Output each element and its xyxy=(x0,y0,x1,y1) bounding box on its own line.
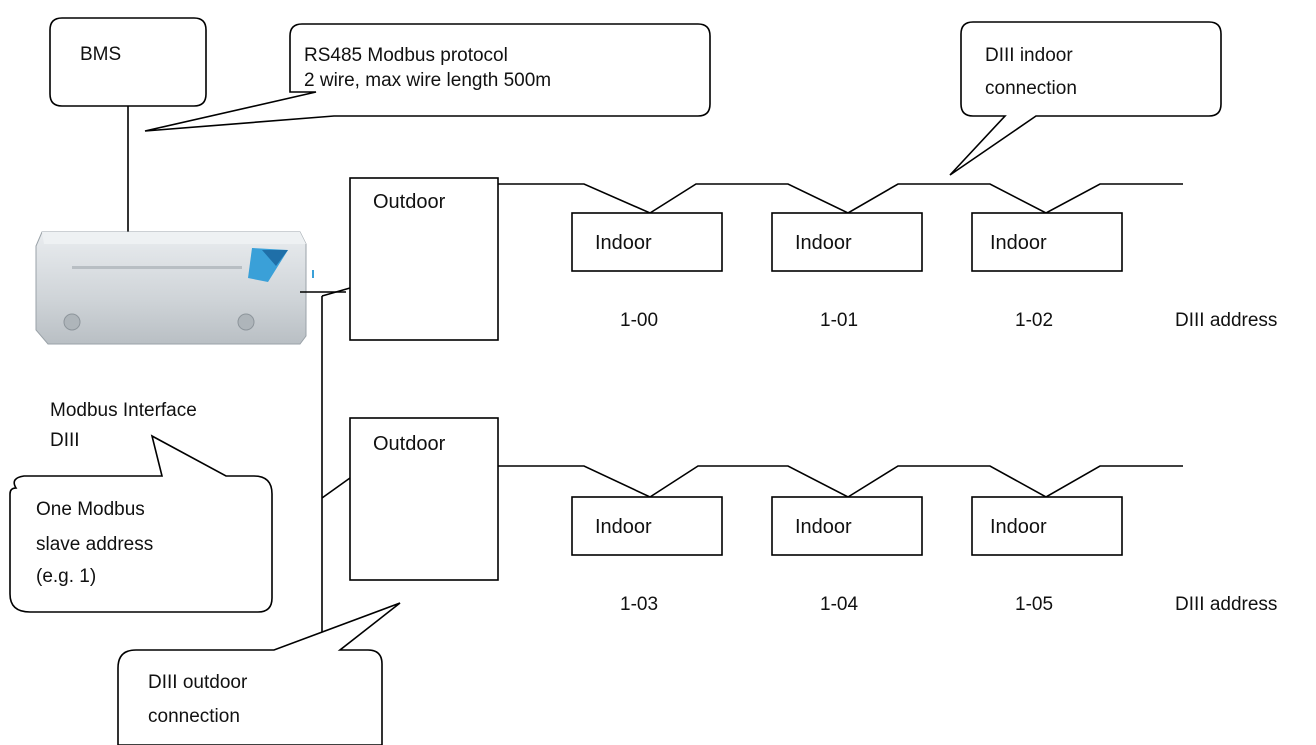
slave-callout-shape xyxy=(9,434,273,613)
indoor-1-03-box xyxy=(571,496,723,556)
outdoor-conn-line2: connection xyxy=(148,706,240,727)
slave-line1: One Modbus xyxy=(36,499,145,520)
indoor-1-00-box xyxy=(571,212,723,272)
address-1-04: 1-04 xyxy=(820,594,859,615)
interface-line1: Modbus Interface xyxy=(50,400,197,421)
outdoor-unit-2-box xyxy=(349,417,499,581)
bms-label: BMS xyxy=(80,44,122,65)
outdoor-bus-branch-2 xyxy=(321,477,351,499)
indoor-conn-line1: DIII indoor xyxy=(985,45,1073,66)
rs485-callout-shape xyxy=(144,23,711,132)
slave-line2: slave address xyxy=(36,534,154,555)
modbus-interface-device xyxy=(35,231,314,345)
address-1-03: 1-03 xyxy=(620,594,659,615)
indoor-1-03-label: Indoor xyxy=(595,516,652,538)
outdoor-bus-branch-1 xyxy=(321,287,351,297)
outdoor-conn-callout-shape xyxy=(117,602,401,745)
indoor-1-04-label: Indoor xyxy=(795,516,852,538)
indoor-conn-line2: connection xyxy=(985,78,1077,99)
outdoor-1-label: Outdoor xyxy=(373,191,446,213)
indoor-callout-shape xyxy=(949,21,1222,176)
rs485-line1: RS485 Modbus protocol xyxy=(304,45,508,66)
outdoor-unit-1-box xyxy=(349,177,499,341)
address-1-00: 1-00 xyxy=(620,310,659,331)
indoor-1-04-box xyxy=(771,496,923,556)
indoor-bus-1 xyxy=(498,183,1183,214)
indoor-1-02-label: Indoor xyxy=(990,232,1047,254)
address-caption-2: DIII address xyxy=(1175,594,1278,615)
outdoor-conn-line1: DIII outdoor xyxy=(148,672,248,693)
indoor-1-01-box xyxy=(771,212,923,272)
address-1-01: 1-01 xyxy=(820,310,859,331)
address-1-02: 1-02 xyxy=(1015,310,1054,331)
indoor-1-01-label: Indoor xyxy=(795,232,852,254)
slave-line3: (e.g. 1) xyxy=(36,566,97,587)
indoor-1-00-label: Indoor xyxy=(595,232,652,254)
indoor-1-02-box xyxy=(971,212,1123,272)
address-caption-1: DIII address xyxy=(1175,310,1278,331)
indoor-1-05-label: Indoor xyxy=(990,516,1047,538)
indoor-bus-2 xyxy=(498,465,1183,498)
outdoor-2-label: Outdoor xyxy=(373,433,446,455)
address-1-05: 1-05 xyxy=(1015,594,1054,615)
indoor-1-05-box xyxy=(971,496,1123,556)
interface-line2: DIII xyxy=(50,430,80,451)
bms-box xyxy=(49,17,207,107)
rs485-line2: 2 wire, max wire length 500m xyxy=(304,70,552,91)
